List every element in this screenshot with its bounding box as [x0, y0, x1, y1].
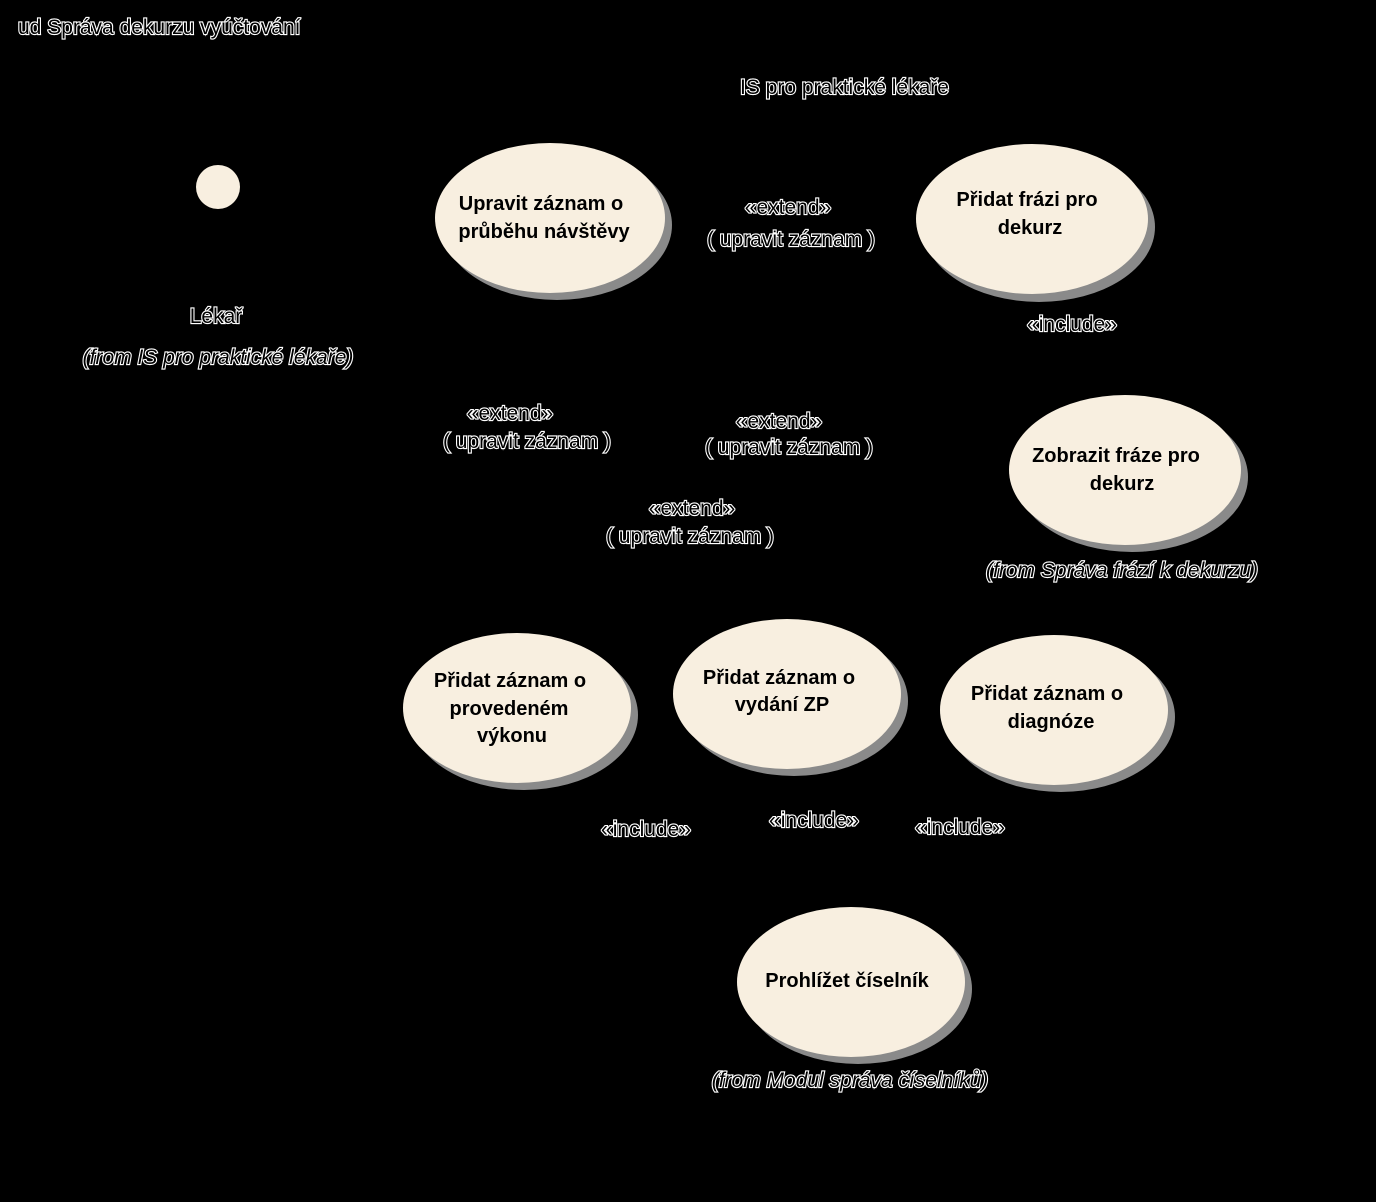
- usecase-upravit-zaznam[interactable]: Upravit záznam o průběhu návštěvy: [435, 143, 672, 300]
- relation-condition: ( upravit záznam ): [606, 525, 774, 548]
- usecase-ellipse: [403, 633, 631, 783]
- usecase-origin: (from Modul správa číselníků): [712, 1069, 989, 1092]
- relation-stereotype: «extend»: [736, 410, 822, 433]
- usecase-label-line: Přidat frázi pro: [956, 189, 1097, 211]
- usecase-pridat-diagnoza[interactable]: Přidat záznam o diagnóze: [940, 635, 1175, 792]
- usecase-label-line: Přidat záznam o: [703, 667, 855, 689]
- usecase-ellipse: [1009, 395, 1241, 545]
- usecase-label-line: vydání ZP: [735, 694, 829, 716]
- relations-lines: [239, 199, 1101, 911]
- usecase-ellipse: [673, 619, 901, 769]
- usecase-label-line: diagnóze: [1008, 711, 1095, 733]
- usecase-zobrazit-fraze[interactable]: Zobrazit fráze pro dekurz (from Správa f…: [985, 395, 1259, 583]
- relation-stereotype: «extend»: [745, 196, 831, 219]
- usecase-pridat-zp[interactable]: Přidat záznam o vydání ZP: [673, 619, 908, 776]
- relation-condition: ( upravit záznam ): [705, 436, 873, 459]
- relation-stereotype: «include»: [915, 816, 1005, 839]
- actor-head-icon: [196, 165, 240, 209]
- usecase-prohlizet-ciselnik[interactable]: Prohlížet číselník (from Modul správa čí…: [711, 907, 989, 1093]
- usecase-label-line: provedeném: [450, 698, 569, 720]
- edge-actor-association: [239, 199, 437, 219]
- usecase-label-line: výkonu: [477, 725, 547, 747]
- usecase-pridat-vykon[interactable]: Přidat záznam o provedeném výkonu: [403, 633, 638, 790]
- relation-stereotype: «extend»: [649, 497, 735, 520]
- relation-stereotype: «include»: [1027, 313, 1117, 336]
- edge-include-vykon: [519, 779, 821, 911]
- relation-condition: ( upravit záznam ): [443, 430, 611, 453]
- edge-extend-zp: [564, 295, 771, 621]
- edge-include-diagnoza: [879, 785, 1051, 911]
- usecase-label-line: průběhu návštěvy: [458, 221, 630, 243]
- usecase-ellipse: [435, 143, 665, 293]
- diagram-title: ud Správa dekurzu vyúčtování: [18, 16, 301, 39]
- relation-stereotype: «extend»: [467, 402, 553, 425]
- edge-include-zobrazit: [1059, 291, 1101, 397]
- usecase-origin: (from Správa frází k dekurzu): [986, 559, 1258, 582]
- actor-lekar[interactable]: Lékař (from IS pro praktické lékaře): [82, 165, 354, 370]
- usecase-label-line: Přidat záznam o: [434, 670, 586, 692]
- relation-labels: «extend» ( upravit záznam ) «include» «e…: [442, 195, 1118, 842]
- edge-extend-diagnoza: [589, 295, 1001, 641]
- actor-name: Lékař: [190, 305, 244, 328]
- usecase-label-line: Zobrazit fráze pro: [1032, 445, 1200, 467]
- edge-extend-vykon: [519, 295, 541, 637]
- usecase-ellipse: [940, 635, 1168, 785]
- system-boundary-label: IS pro praktické lékaře: [740, 76, 949, 99]
- relation-stereotype: «include»: [769, 809, 859, 832]
- relation-stereotype: «include»: [601, 818, 691, 841]
- usecase-ellipse: [737, 907, 965, 1057]
- usecase-label-line: Prohlížet číselník: [765, 970, 929, 992]
- usecase-label-line: Upravit záznam o: [459, 193, 623, 215]
- actor-origin: (from IS pro praktické lékaře): [83, 346, 354, 369]
- relation-condition: ( upravit záznam ): [707, 228, 875, 251]
- usecase-pridat-frazi[interactable]: Přidat frázi pro dekurz: [916, 144, 1155, 302]
- usecase-label-line: dekurz: [1090, 473, 1154, 495]
- usecase-ellipse: [916, 144, 1148, 294]
- usecase-label-line: dekurz: [998, 217, 1062, 239]
- usecase-label-line: Přidat záznam o: [971, 683, 1123, 705]
- edge-include-zp: [799, 769, 841, 909]
